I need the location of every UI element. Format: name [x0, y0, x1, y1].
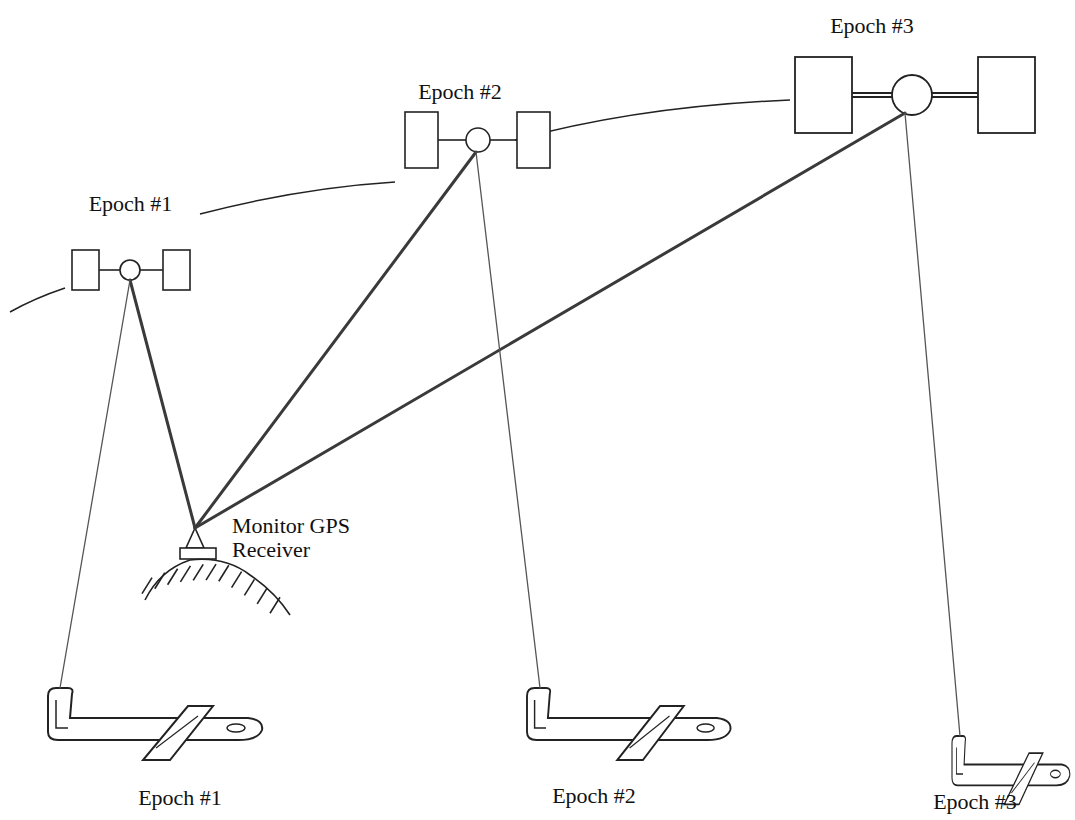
orbit-arc	[10, 100, 790, 312]
satellite-node: Epoch #3	[792, 12, 1038, 136]
signal-line	[195, 113, 905, 528]
epoch-label: Epoch #3	[812, 14, 932, 38]
signal-line	[130, 280, 195, 528]
satellite-node: Epoch #2	[402, 78, 554, 170]
signal-ray	[60, 280, 130, 688]
hill-terrain	[142, 559, 290, 615]
airplane-icon	[48, 688, 262, 760]
signal-ray	[905, 113, 960, 736]
signal-ray	[476, 152, 540, 688]
airplane-icon	[527, 688, 731, 760]
epoch-label: Epoch #1	[130, 786, 230, 810]
airplane-node: Epoch #2	[524, 686, 734, 811]
airplane-node: Epoch #1	[45, 686, 270, 816]
satellite-icon	[795, 57, 1035, 133]
epoch-label: Epoch #2	[402, 80, 518, 104]
epoch-label: Monitor GPS Receiver	[232, 514, 382, 562]
signal-line	[195, 152, 476, 528]
satellite-node: Epoch #1	[68, 190, 193, 292]
receiver-icon	[180, 528, 216, 559]
receiver-node: Monitor GPS Receiver	[183, 512, 383, 567]
epoch-label: Epoch #2	[534, 784, 654, 808]
airplane-node: Epoch #3	[905, 734, 1070, 816]
epoch-label: Epoch #3	[915, 790, 1035, 814]
epoch-label: Epoch #1	[68, 192, 193, 216]
